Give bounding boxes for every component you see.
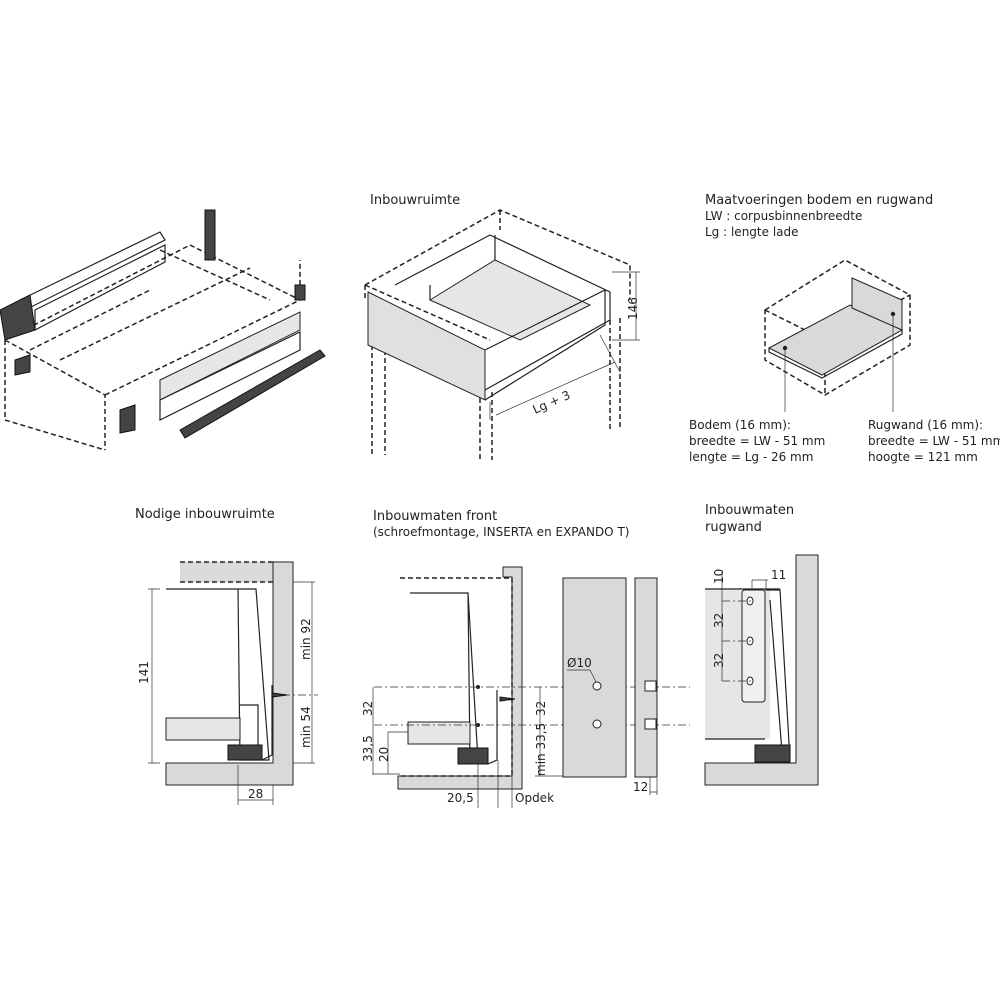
dim-11: 11 (771, 568, 786, 582)
opdek-label: Opdek (515, 791, 554, 805)
dim-10: 10 (712, 569, 726, 584)
bodem-lengte: lengte = Lg - 26 mm (689, 450, 813, 464)
dim-20: 20 (377, 747, 391, 762)
front-title: Inbouwmaten front (373, 509, 497, 524)
inbouwruimte-drawing: 146 Lg + 3 (364, 209, 640, 460)
dim-min-92: min 92 (299, 618, 313, 660)
dim-32-lower: 32 (712, 653, 726, 668)
nodige-drawing: 141 min 92 min 54 28 (137, 561, 318, 805)
bodem-rugwand-drawing (764, 259, 911, 412)
dim-32: 32 (361, 701, 375, 716)
front-subtitle: (schroefmontage, INSERTA en EXPANDO T) (373, 525, 629, 539)
rugwand-hoogte: hoogte = 121 mm (868, 450, 978, 464)
dim-28: 28 (248, 787, 263, 801)
dim-diameter-10: Ø10 (567, 656, 592, 670)
rugwand-breedte: breedte = LW - 51 mm (868, 434, 1000, 448)
dim-33-5: 33,5 (361, 735, 375, 762)
bodem-breedte: breedte = LW - 51 mm (689, 434, 825, 448)
legend-lg: Lg : lengte lade (705, 225, 799, 239)
drawer-assembly-iso (0, 209, 326, 451)
front-drawing: 32 33,5 20 20,5 Opdek min 33,5 32 Ø10 12 (361, 566, 690, 808)
rugwand-section-title-2: rugwand (705, 520, 762, 535)
rugwand-drawing: 10 11 32 32 (704, 554, 819, 786)
dim-141: 141 (137, 661, 151, 684)
dim-32-front: 32 (534, 701, 548, 716)
dim-146: 146 (626, 297, 640, 320)
dim-min-33-5: min 33,5 (534, 723, 548, 776)
front-panel-side (634, 577, 658, 778)
dim-min-54: min 54 (299, 706, 313, 748)
nodige-title: Nodige inbouwruimte (135, 507, 275, 522)
bodem-title: Bodem (16 mm): (689, 418, 791, 432)
dim-32-upper: 32 (712, 613, 726, 628)
dim-12: 12 (633, 780, 648, 794)
maatvoeringen-title: Maatvoeringen bodem en rugwand (705, 193, 933, 208)
rugwand-title: Rugwand (16 mm): (868, 418, 983, 432)
rugwand-section-title-1: Inbouwmaten (705, 503, 794, 518)
legend-lw: LW : corpusbinnenbreedte (705, 209, 862, 223)
inbouwruimte-title: Inbouwruimte (370, 193, 460, 208)
dim-20-5: 20,5 (447, 791, 474, 805)
dim-lg-plus-3: Lg + 3 (531, 388, 573, 417)
front-panel (562, 577, 627, 778)
